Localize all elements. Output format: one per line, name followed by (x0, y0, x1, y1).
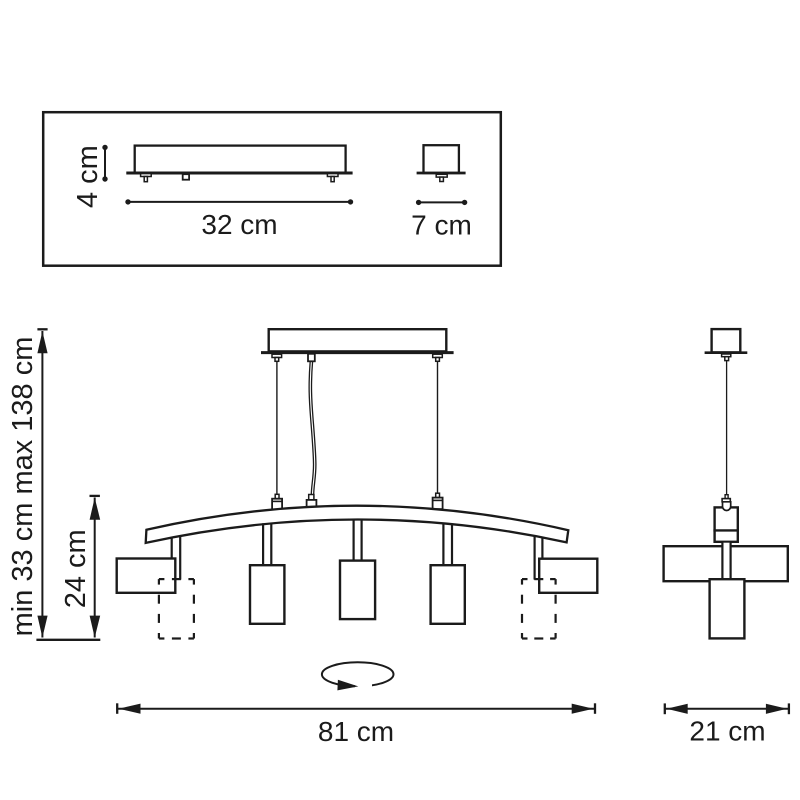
svg-text:7 cm: 7 cm (411, 209, 472, 240)
svg-text:21 cm: 21 cm (689, 716, 765, 747)
svg-text:24 cm: 24 cm (60, 529, 92, 608)
svg-text:32 cm: 32 cm (201, 209, 277, 240)
svg-text:min 33 cm max 138 cm: min 33 cm max 138 cm (7, 337, 39, 637)
svg-text:81 cm: 81 cm (318, 716, 394, 747)
svg-text:4 cm: 4 cm (72, 145, 104, 208)
